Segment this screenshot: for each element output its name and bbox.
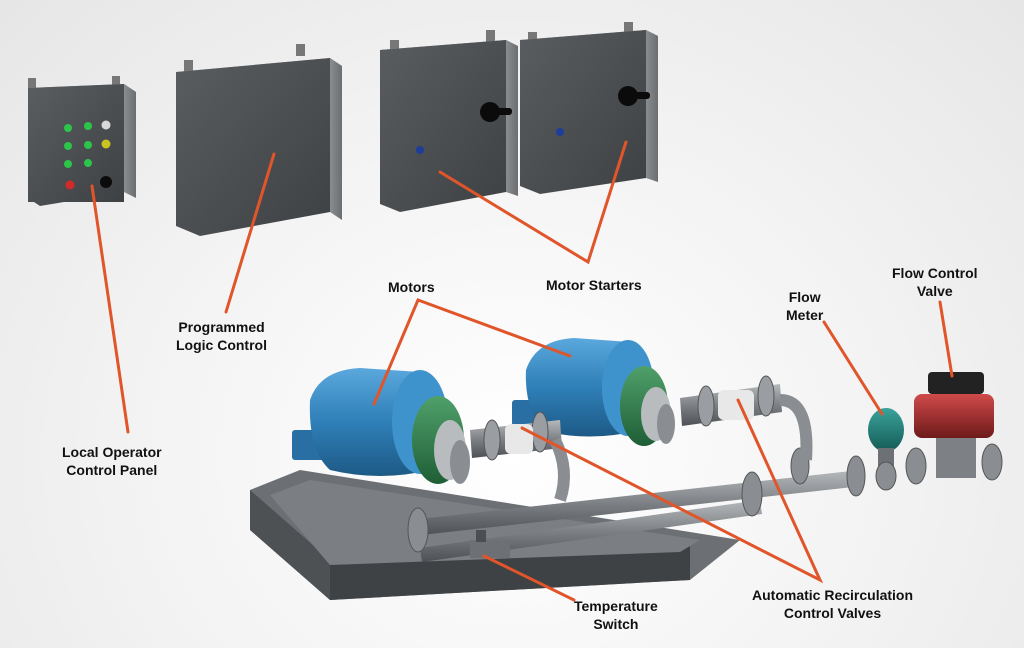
label-flow-meter: Flow Meter xyxy=(786,289,824,323)
flow-meter xyxy=(868,408,904,491)
label-motors: Motors xyxy=(388,279,435,295)
motor-starter-enclosure-1 xyxy=(380,30,518,212)
programmed-logic-control-enclosure xyxy=(176,44,342,236)
flow-control-valve xyxy=(905,372,1003,485)
disconnect-handle-icon xyxy=(618,86,650,106)
label-temperature-switch: Temperature Switch xyxy=(574,598,658,632)
label-local-operator-control-panel: Local Operator Control Panel xyxy=(62,444,162,478)
leader-recirculation-valves xyxy=(520,398,824,584)
label-programmed-logic-control: Programmed Logic Control xyxy=(176,319,267,353)
disconnect-handle-icon xyxy=(480,102,512,122)
label-motor-starters: Motor Starters xyxy=(546,277,642,293)
leader-motors xyxy=(372,298,572,406)
indicator-light-icon xyxy=(64,120,112,190)
temperature-switch xyxy=(470,530,510,558)
recirculation-valve-2 xyxy=(680,375,813,461)
leader-programmed-logic-control xyxy=(224,152,276,314)
label-flow-control-valve: Flow Control Valve xyxy=(892,265,978,299)
motor-1 xyxy=(292,368,470,484)
local-operator-control-panel xyxy=(28,76,136,206)
recirculation-valve-1 xyxy=(470,411,570,502)
leader-flow-control-valve xyxy=(938,300,954,378)
leader-flow-meter xyxy=(822,320,884,416)
motor-starter-enclosure-2 xyxy=(520,22,658,194)
leader-local-operator-control-panel xyxy=(90,184,130,434)
motor-2 xyxy=(512,338,675,446)
leader-motor-starters xyxy=(438,140,628,265)
leader-lines xyxy=(90,140,954,602)
skid-base xyxy=(250,470,740,600)
leader-temperature-switch xyxy=(482,554,576,602)
label-automatic-recirculation-control-valves: Automatic Recirculation Control Valves xyxy=(752,587,914,621)
